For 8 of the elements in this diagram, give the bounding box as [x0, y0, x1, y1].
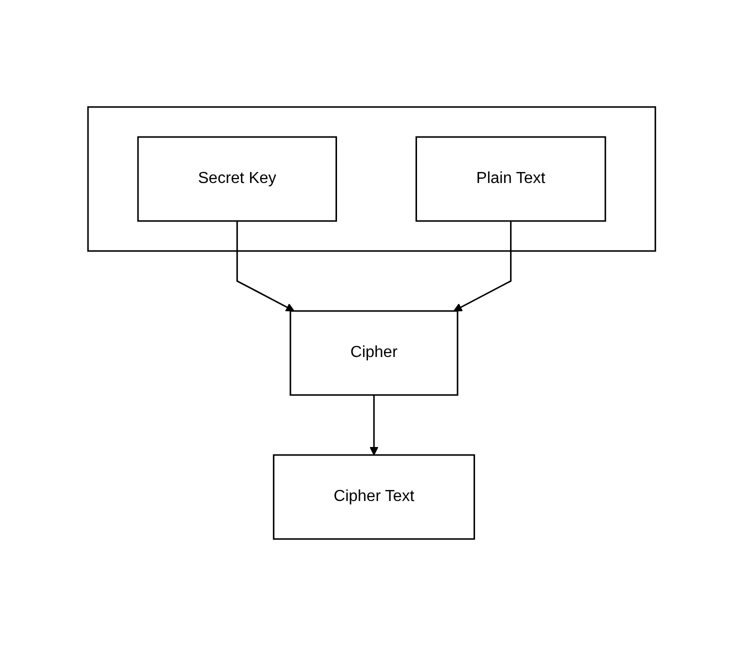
node-box: Secret Key: [137, 136, 337, 222]
arrow: [453, 221, 512, 312]
node-box: Cipher: [289, 310, 458, 396]
cluster: [87, 106, 656, 252]
arrow: [369, 395, 378, 456]
node-box: Cipher Text: [272, 454, 475, 540]
arrow: [236, 221, 294, 312]
node-box: Plain Text: [415, 136, 606, 222]
